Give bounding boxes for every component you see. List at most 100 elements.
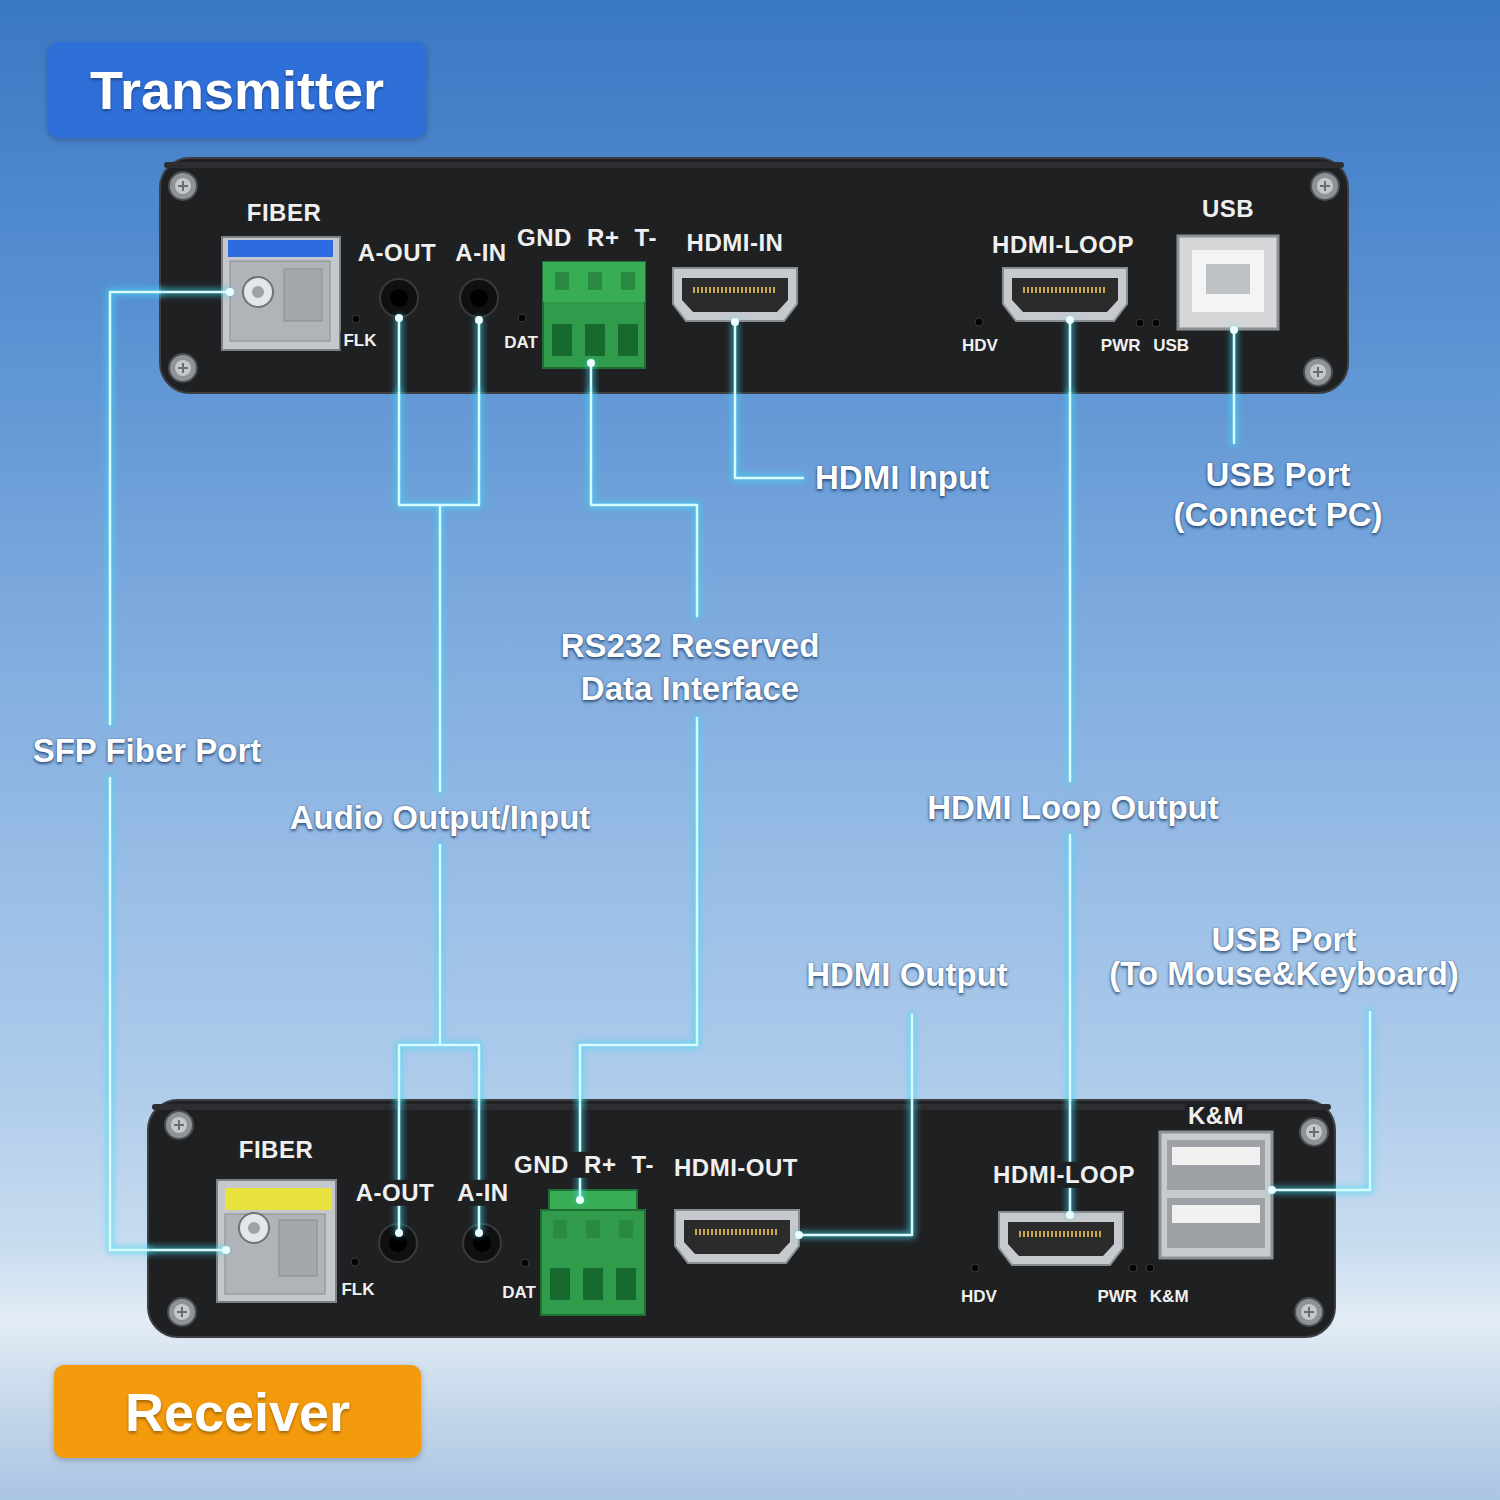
leader-glow — [577, 1100, 584, 1200]
title-badge: Transmitter — [48, 42, 426, 138]
panel-screw — [1304, 1307, 1314, 1317]
receiver-housing — [148, 1100, 1335, 1337]
status-led — [521, 1259, 529, 1267]
usb-a-port — [1167, 1140, 1265, 1190]
connector-line — [1069, 393, 1072, 1100]
leader-line — [478, 320, 481, 393]
sfp-module — [239, 1213, 269, 1243]
port-label: FLK — [340, 332, 379, 351]
terminal-block — [621, 272, 635, 290]
terminal-block — [618, 324, 638, 356]
panel-screw — [168, 1298, 196, 1326]
leader-line — [160, 291, 230, 294]
port-label: A-OUT — [353, 1180, 437, 1206]
leader-glow — [735, 322, 803, 478]
leader-line — [579, 1100, 582, 1200]
audio-jack — [390, 289, 408, 307]
line-spacer — [1374, 923, 1474, 957]
audio-jack — [473, 1234, 491, 1252]
panel-screw — [1295, 1298, 1323, 1326]
callout-label: USB Port (Connect PC) — [1158, 455, 1398, 535]
panel-screw — [178, 181, 188, 191]
leader-dot — [1230, 326, 1238, 334]
sfp-module — [284, 269, 322, 321]
leader-glow — [1067, 1100, 1074, 1215]
receiver-housing — [152, 1104, 1331, 1110]
leader-dot — [395, 1229, 403, 1237]
leader-glow — [396, 318, 403, 393]
leader-glow — [476, 320, 483, 393]
port-label: PWR K&M — [1094, 1288, 1191, 1307]
port-label: A-IN — [454, 1180, 511, 1206]
panel-screw — [1300, 1118, 1328, 1146]
leader-line — [148, 292, 1370, 1250]
hdmi-port — [673, 268, 797, 321]
terminal-block — [616, 1268, 636, 1300]
leader-line — [799, 1015, 912, 1235]
panel-screw — [165, 172, 1339, 1326]
callout-label: HDMI Output — [787, 956, 1027, 994]
hdmi-port — [684, 1220, 790, 1254]
port-label: GND R+ T- — [514, 225, 660, 251]
status-led — [1129, 1264, 1137, 1272]
leader-dot — [1268, 1186, 1276, 1194]
terminal-block — [553, 1220, 567, 1238]
panel-screw — [1311, 172, 1339, 200]
port-label: HDMI-IN — [684, 230, 787, 256]
panel-screw — [175, 360, 191, 376]
usb-b-port — [1206, 264, 1250, 294]
sfp-module — [243, 277, 273, 307]
panel-screw — [1310, 364, 1326, 380]
transmitter-panel: FIBERA-OUTA-INGND R+ T-HDMI-INHDMI-LOOPU… — [160, 158, 1348, 393]
port-label: USB — [1199, 196, 1257, 222]
leader-line — [148, 1249, 226, 1252]
panel-screw — [1313, 367, 1323, 377]
leader-dot — [587, 359, 595, 367]
receiver-housing — [148, 1100, 1335, 1337]
panel-screw — [1317, 178, 1333, 194]
leader-glow — [588, 363, 595, 393]
terminal-block — [543, 262, 645, 368]
usb-a-port — [1172, 1205, 1260, 1223]
leader-glow — [160, 289, 230, 296]
hdmi-port — [999, 1212, 1123, 1265]
usb-b-port — [1178, 236, 1278, 329]
usb-b-port — [1192, 250, 1264, 312]
terminal-block — [543, 262, 645, 368]
leader-glow — [148, 1247, 226, 1254]
connector-glow — [110, 292, 160, 1250]
leader-dot — [795, 1231, 803, 1239]
port-label: HDMI-OUT — [671, 1155, 801, 1181]
signal-connector — [399, 393, 479, 1100]
panel-screw — [1304, 358, 1332, 386]
leader-line — [590, 363, 593, 393]
hdmi-port — [682, 278, 788, 312]
audio-jack — [379, 1224, 417, 1262]
terminal-block — [543, 262, 645, 302]
badge-label: Receiver — [125, 1381, 350, 1443]
panel-screw — [1320, 181, 1330, 191]
leader-dot — [1066, 316, 1074, 324]
leader-glow — [799, 1015, 912, 1235]
connector-line — [110, 292, 160, 1250]
terminal-block — [541, 1210, 645, 1315]
leader-line — [1272, 1012, 1370, 1190]
signal-connector — [110, 292, 160, 1250]
connector-label: SFP Fiber Port — [12, 732, 282, 770]
leader-glow — [1067, 320, 1074, 393]
leader-dot — [1066, 1211, 1074, 1219]
panel-screw — [165, 1111, 193, 1139]
port-label: GND R+ T- — [511, 1152, 657, 1178]
usb-a-port — [1160, 1132, 1272, 1258]
sfp-module — [279, 1220, 317, 1276]
panel-screw — [1309, 1127, 1319, 1137]
leader-dot — [475, 316, 483, 324]
transmitter-housing — [160, 158, 1348, 393]
leader-dot — [576, 1196, 584, 1204]
panel-screw — [1311, 172, 1339, 200]
audio-jack — [460, 279, 498, 317]
leader-glow — [396, 1100, 403, 1233]
usb-a-port — [1167, 1198, 1265, 1248]
port-label: FLK — [338, 1281, 377, 1300]
